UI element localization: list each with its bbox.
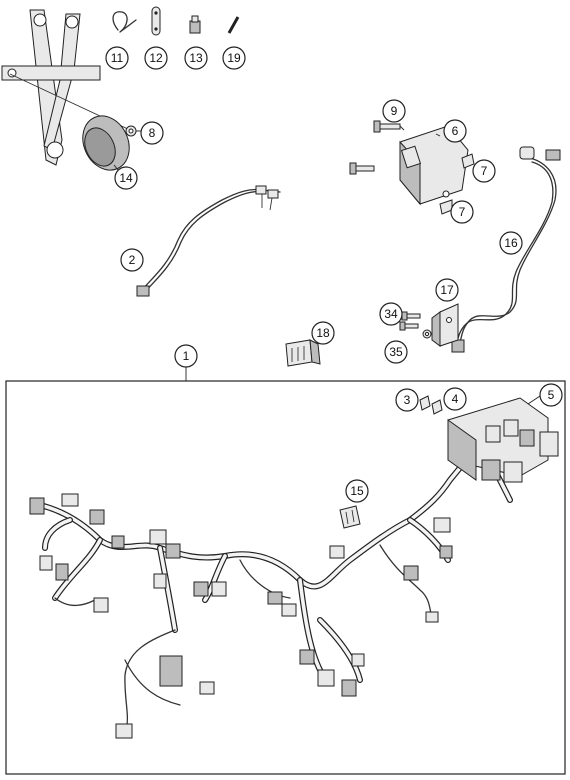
callout-7b: 7 xyxy=(450,200,474,224)
nut-35 xyxy=(422,329,432,339)
callout-11: 11 xyxy=(105,46,129,70)
svg-text:7: 7 xyxy=(481,164,488,178)
callout-2: 2 xyxy=(120,248,144,272)
strap xyxy=(151,6,161,36)
callout-34: 34 xyxy=(379,302,403,326)
svg-text:19: 19 xyxy=(227,51,241,65)
svg-text:34: 34 xyxy=(384,307,398,321)
svg-text:4: 4 xyxy=(452,392,459,406)
svg-text:2: 2 xyxy=(129,253,136,267)
callout-12: 12 xyxy=(144,46,168,70)
screw-34b xyxy=(399,321,419,331)
screw-9 xyxy=(373,120,401,133)
svg-text:14: 14 xyxy=(119,171,133,185)
screw-34 xyxy=(401,311,421,321)
svg-text:7: 7 xyxy=(459,205,466,219)
callout-19: 19 xyxy=(222,46,246,70)
svg-text:13: 13 xyxy=(189,51,203,65)
svg-text:1: 1 xyxy=(183,349,190,363)
callout-17: 17 xyxy=(435,278,459,302)
control-unit xyxy=(399,125,469,206)
callout-14: 14 xyxy=(114,166,138,190)
svg-text:3: 3 xyxy=(404,393,411,407)
clip-3 xyxy=(419,395,431,411)
connector-18 xyxy=(285,339,321,367)
callout-1: 1 xyxy=(174,344,198,368)
callout-3: 3 xyxy=(395,388,419,412)
clip-7b xyxy=(439,199,453,215)
callout-35: 35 xyxy=(384,340,408,364)
callout-6: 6 xyxy=(443,119,467,143)
callout-8: 8 xyxy=(140,121,164,145)
small-plug xyxy=(189,15,201,34)
callout-9: 9 xyxy=(382,99,406,123)
svg-text:16: 16 xyxy=(504,236,518,250)
svg-text:18: 18 xyxy=(316,326,330,340)
callout-5: 5 xyxy=(539,383,563,407)
svg-text:12: 12 xyxy=(149,51,163,65)
cable-tie xyxy=(112,11,137,33)
cable-16 xyxy=(451,146,561,353)
heatshrink-sleeve xyxy=(227,16,240,34)
svg-text:15: 15 xyxy=(350,484,364,498)
main-wiring-harness xyxy=(37,442,513,731)
svg-text:5: 5 xyxy=(548,388,555,402)
screw-extra xyxy=(349,162,375,175)
cable-2 xyxy=(136,185,281,297)
svg-text:11: 11 xyxy=(111,51,124,65)
callout-18: 18 xyxy=(311,321,335,345)
horn xyxy=(82,115,130,171)
horn-nut xyxy=(125,125,137,137)
harness-frame xyxy=(5,380,566,775)
clip-4 xyxy=(431,399,443,415)
svg-text:9: 9 xyxy=(391,104,398,118)
relay-17 xyxy=(431,303,459,347)
svg-text:35: 35 xyxy=(389,345,403,359)
svg-text:6: 6 xyxy=(452,124,459,138)
svg-text:17: 17 xyxy=(440,283,454,297)
callout-4: 4 xyxy=(443,387,467,411)
callout-15: 15 xyxy=(345,479,369,503)
clip-7a xyxy=(461,153,475,169)
callout-16: 16 xyxy=(499,231,523,255)
fuse-box xyxy=(447,397,559,483)
svg-text:8: 8 xyxy=(149,126,156,140)
harness-connectors xyxy=(29,493,453,739)
callout-13: 13 xyxy=(184,46,208,70)
callout-7a: 7 xyxy=(472,159,496,183)
connector-15 xyxy=(339,505,361,529)
